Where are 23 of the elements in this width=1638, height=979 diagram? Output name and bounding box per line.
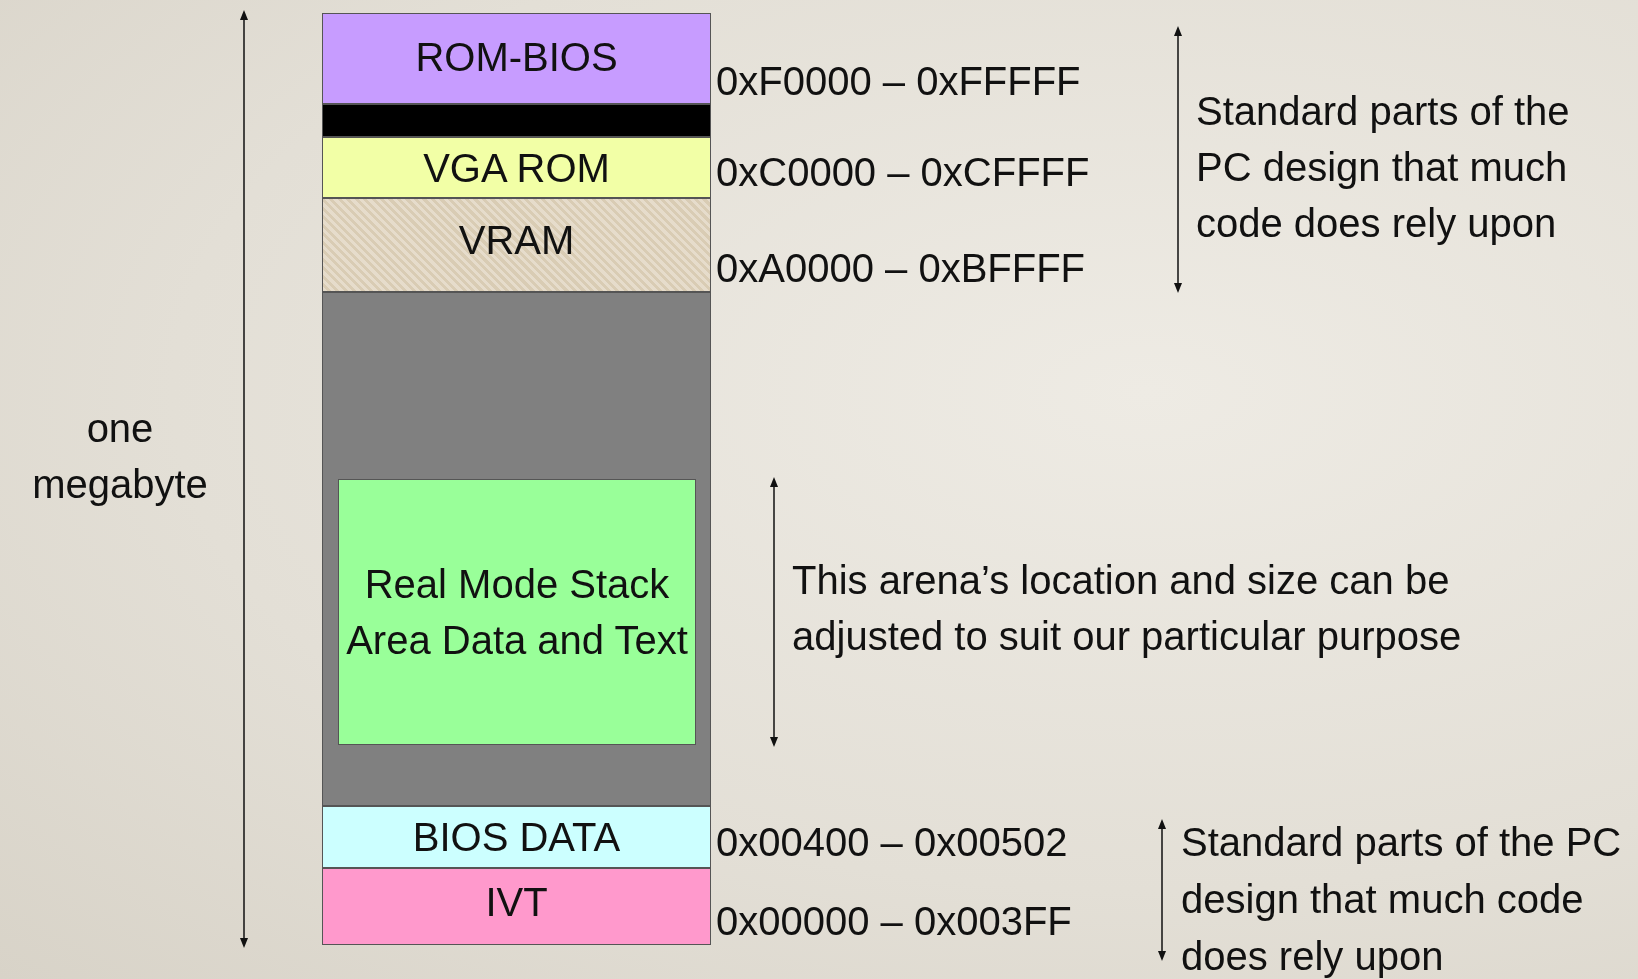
region-label: VRAM [458,217,575,263]
address-range: 0x00000 – 0x003FF [716,898,1072,945]
memory-region [322,806,711,868]
memory-band [322,104,711,137]
region-label: IVT [485,879,548,925]
size-label: one megabyte [31,405,209,508]
memory-region [322,292,711,806]
address-range: 0xA0000 – 0xBFFFF [716,245,1086,292]
memory-region [322,137,711,198]
region-label: Real Mode Stack Area Data and Text [345,561,689,664]
address-range: 0xF0000 – 0xFFFFF [716,58,1081,105]
memory-region [338,479,696,745]
note-text: Standard parts of the PC design that much code does rely upon [1181,819,1623,979]
region-label: VGA ROM [423,144,610,191]
region-label: BIOS DATA [412,814,621,860]
memory-region [322,198,711,292]
address-range: 0xC0000 – 0xCFFFF [716,149,1090,196]
note-text: Standard parts of the PC design that much code does rely upon [1196,88,1571,247]
address-range: 0x00400 – 0x00502 [716,819,1068,866]
note-text: This arena’s location and size can be adjusted to suit our particular purpose [792,557,1463,660]
memory-region [322,868,711,945]
memory-region [322,13,711,104]
region-label: ROM-BIOS [415,34,618,80]
